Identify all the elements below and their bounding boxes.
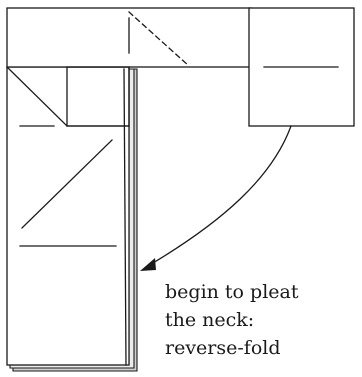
strip-inner-edge [123,68,127,366]
caption-line-2: the neck: [165,309,255,331]
corner-diagonal [6,66,68,127]
dashed-fold-line [128,11,190,67]
strip-diagonal [21,139,113,229]
caption-line-1: begin to pleat [165,281,299,303]
curved-arrow [147,125,292,267]
caption-line-3: reverse-fold [165,337,281,359]
instruction-caption: begin to pleat the neck: reverse-fold [165,278,298,362]
neck-strip [6,66,130,366]
arrow-head-icon [140,258,156,271]
